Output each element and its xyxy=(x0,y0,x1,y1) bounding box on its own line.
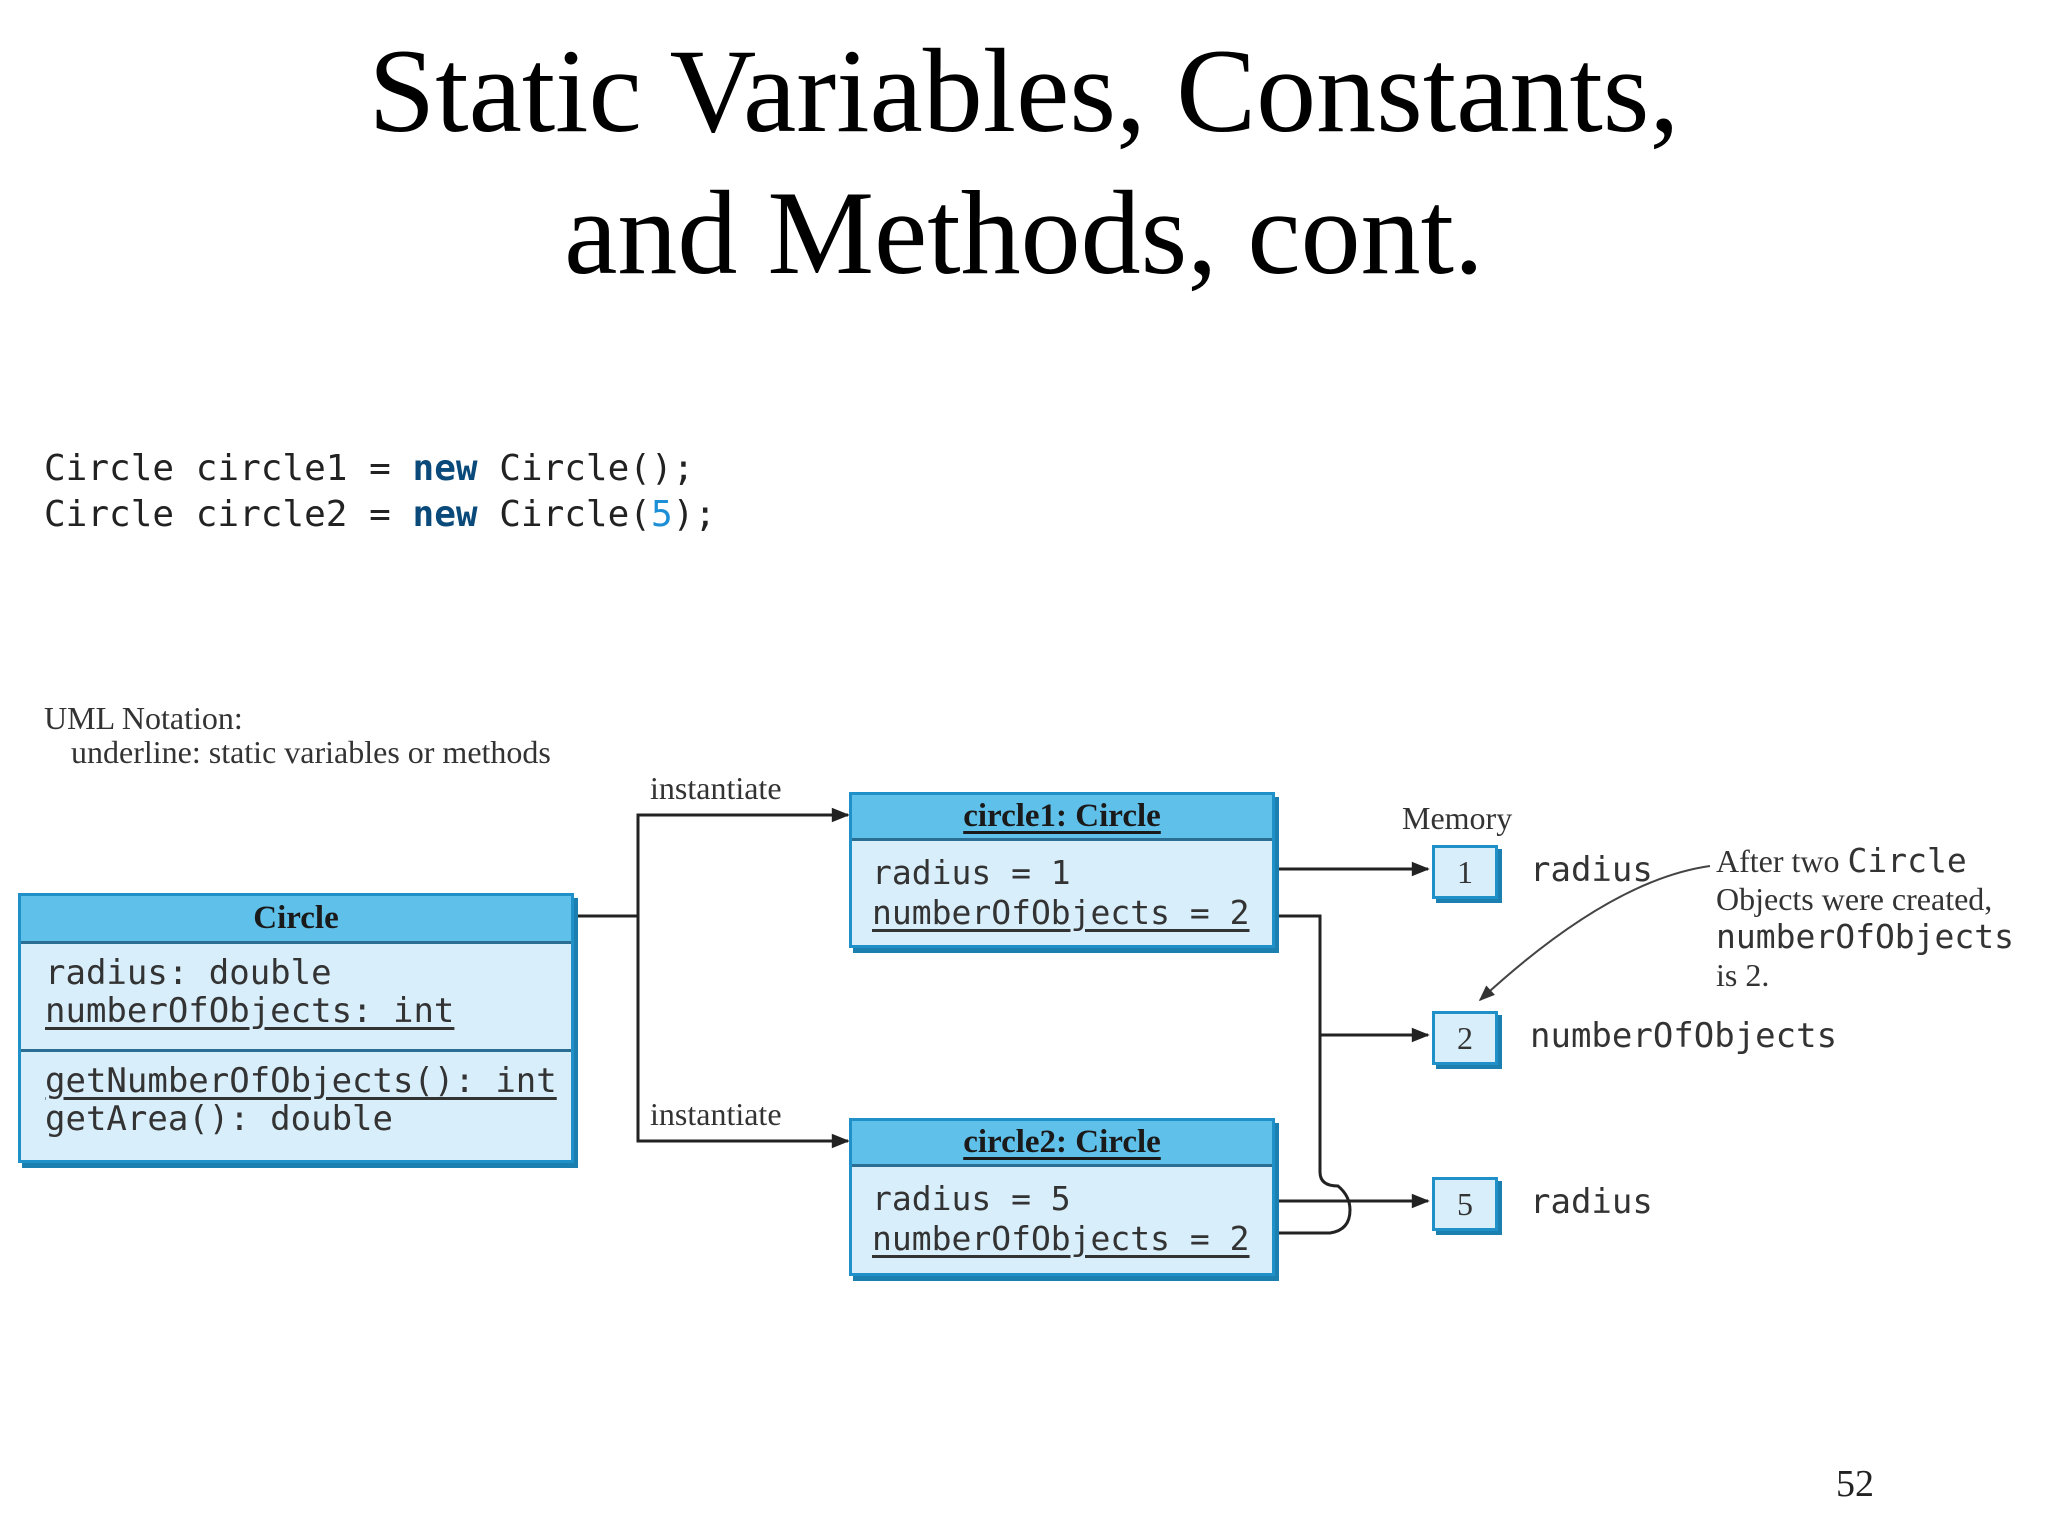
instantiate-label-1: instantiate xyxy=(650,770,782,806)
circle1-count-arrow xyxy=(1275,914,1430,1043)
shared-count-line xyxy=(1275,1035,1352,1235)
method-get-area: getArea(): double xyxy=(45,1099,393,1139)
circle2-object-name: circle2: Circle xyxy=(963,1124,1161,1160)
class-methods: getNumberOfObjects(): int getArea(): dou… xyxy=(21,1052,571,1138)
circle1-number-of-objects: numberOfObjects = 2 xyxy=(872,893,1250,932)
memory-cell-radius-5: 5 xyxy=(1432,1177,1498,1231)
circle2-number-of-objects: numberOfObjects = 2 xyxy=(872,1219,1250,1258)
code-line-1: Circle circle1 = new Circle(); xyxy=(44,448,695,489)
page-number: 52 xyxy=(1836,1463,1874,1505)
slide-title-line2: and Methods, cont. xyxy=(564,166,1484,299)
annotation-text: After two Circle Objects were created, n… xyxy=(1716,841,2015,994)
class-fields: radius: double numberOfObjects: int xyxy=(21,944,571,1052)
circle2-object-box: circle2: Circle radius = 5 numberOfObjec… xyxy=(849,1118,1275,1276)
circle1-object-name: circle1: Circle xyxy=(963,798,1161,834)
instantiate-label-2: instantiate xyxy=(650,1096,782,1132)
notation-detail: underline: static variables or methods xyxy=(71,734,551,770)
memory-label-radius-5: radius xyxy=(1530,1182,1653,1222)
circle-class-box: Circle radius: double numberOfObjects: i… xyxy=(18,893,574,1163)
memory-label-radius-1: radius xyxy=(1530,850,1653,890)
field-number-of-objects: numberOfObjects: int xyxy=(45,991,455,1031)
circle2-radius: radius = 5 xyxy=(872,1179,1071,1218)
memory-cell-radius-1: 1 xyxy=(1432,845,1498,899)
slide-title-line1: Static Variables, Constants, xyxy=(368,24,1680,157)
circle1-radius: radius = 1 xyxy=(872,853,1071,892)
notation-heading: UML Notation: xyxy=(44,700,243,736)
code-line-2: Circle circle2 = new Circle(5); xyxy=(44,494,716,535)
instantiate-connector xyxy=(578,807,850,918)
method-get-number-of-objects: getNumberOfObjects(): int xyxy=(45,1061,557,1101)
annotation-arrow xyxy=(1478,865,1711,1002)
field-radius: radius: double xyxy=(45,953,332,993)
instantiate-connector-2 xyxy=(636,916,850,1149)
class-name: Circle xyxy=(21,896,571,944)
circle1-object-box: circle1: Circle radius = 1 numberOfObjec… xyxy=(849,792,1275,948)
memory-cell-number-of-objects: 2 xyxy=(1432,1011,1498,1065)
memory-label: Memory xyxy=(1402,800,1513,836)
memory-label-number-of-objects: numberOfObjects xyxy=(1530,1016,1838,1056)
